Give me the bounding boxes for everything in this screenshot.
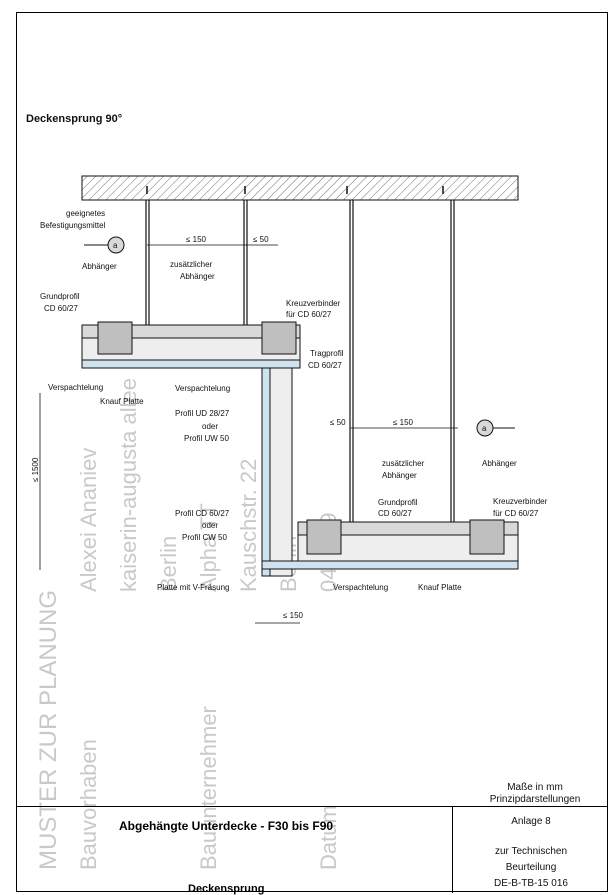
code-label: DE-B-TB-15 016 [494,878,568,889]
label-profil-ud-1: Profil UD 28/27 [175,409,230,418]
wm-bauvorhaben: Bauvorhaben [76,739,101,870]
zur-label: zur Technischen [494,846,568,857]
label-abhaenger-right: Abhänger [482,459,517,468]
label-grundprofil-right-1: Grundprofil [378,498,418,507]
note-prinzip: Prinzipdarstellungen [489,794,581,805]
label-befestigung-1: geeignetes [66,209,105,218]
wm-name: Alexei Ananiev [76,448,101,592]
note-masse: Maße in mm [507,782,563,793]
title-block-subtitle: Deckensprung [188,883,265,895]
beurteilung-label: Beurteilung [505,862,557,873]
label-grundprofil-left-2: CD 60/27 [44,304,78,313]
cross-connector-right [469,519,505,555]
concrete-slab [81,175,519,201]
title-block-title: Abgehängte Unterdecke - F30 bis F90 [119,819,334,833]
dim-top-150: ≤ 150 [186,235,207,244]
label-kreuzverbinder-right-2: für CD 60/27 [493,509,539,518]
watermark: MUSTER ZUR PLANUNG Alexei Ananiev kaiser… [35,378,341,870]
board-vertical [261,367,271,577]
anlage-label: Anlage 8 [511,816,551,827]
svg-text:a: a [113,241,118,250]
dim-right-150: ≤ 150 [393,418,414,427]
dimension-lines [39,244,458,624]
section-marker-a-right: a [476,419,515,437]
wm-street: kaiserin-augusta allee [116,378,141,592]
label-verspachtelung-bottom: Verspachtelung [333,583,388,592]
label-profil-ud-3: Profil UW 50 [184,434,229,443]
wm-muster: MUSTER ZUR PLANUNG [35,590,62,870]
cross-connector-mid [261,321,297,355]
label-profil-cd-3: Profil CW 50 [182,533,227,542]
dim-right-50: ≤ 50 [330,418,346,427]
label-grundprofil-right-2: CD 60/27 [378,509,412,518]
title-block-divider [452,807,453,893]
board-upper [81,359,301,369]
label-kreuzverbinder-top-2: für CD 60/27 [286,310,332,319]
label-zusaetzlicher-right-1: zusätzlicher [382,459,425,468]
section-marker-a-top: a [84,236,125,254]
label-befestigung-2: Befestigungsmittel [40,221,106,230]
label-platte-vfraesung: Platte mit V-Fräsung [157,583,229,592]
hangers [145,200,455,527]
wm-city1: Berlin [156,536,181,592]
label-zusaetzlicher-left-1: zusätzlicher [170,260,213,269]
cross-connector-lower [306,519,342,555]
label-kreuzverbinder-top-1: Kreuzverbinder [286,299,341,308]
label-tragprofil-1: Tragprofil [310,349,344,358]
board-lower [261,560,519,570]
wm-bauunternehmer: Bauunternehmer [196,706,221,870]
label-zusaetzlicher-right-2: Abhänger [382,471,417,480]
svg-text:a: a [482,424,487,433]
label-profil-ud-2: oder [202,422,218,431]
dim-vertical-1500: ≤ 1500 [31,457,40,482]
label-kreuzverbinder-right-1: Kreuzverbinder [493,497,548,506]
label-profil-cd-1: Profil CD 60/27 [175,509,230,518]
label-grundprofil-left-1: Grundprofil [40,292,80,301]
label-knauf-platte-bottom: Knauf Platte [418,583,462,592]
label-zusaetzlicher-left-2: Abhänger [180,272,215,281]
dim-top-50: ≤ 50 [253,235,269,244]
wm-street2: Kauschstr. 22 [236,459,261,592]
drawing-sheet [16,12,608,892]
cross-connector-left [97,321,133,355]
dim-bottom-150: ≤ 150 [283,611,304,620]
label-abhaenger-left: Abhänger [82,262,117,271]
wm-datum: Datum [316,805,341,870]
anchor-marks [146,186,444,194]
label-verspachtelung-mid: Verspachtelung [175,384,230,393]
label-profil-cd-2: oder [202,521,218,530]
label-verspachtelung-left: Verspachtelung [48,383,103,392]
wm-company: Alpha TT [196,503,221,592]
label-knauf-platte-left: Knauf Platte [100,397,144,406]
label-tragprofil-2: CD 60/27 [308,361,342,370]
section-title: Deckensprung 90° [26,113,123,125]
title-block: Abgehängte Unterdecke - F30 bis F90 Deck… [16,806,608,895]
profil-vertical [269,367,293,577]
